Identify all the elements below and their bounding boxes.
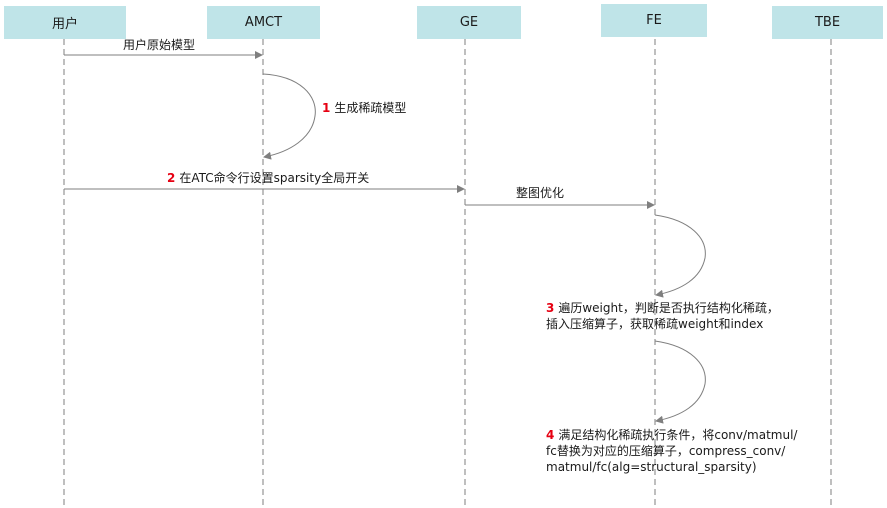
participant-fe: FE	[601, 4, 707, 37]
participant-label: FE	[646, 13, 662, 28]
participant-amct: AMCT	[207, 6, 320, 39]
participant-label: TBE	[814, 15, 841, 30]
message-1-label: 用户原始模型	[123, 38, 196, 52]
step-number: 1	[322, 101, 331, 115]
participant-label: 用户	[51, 17, 78, 32]
participant-label: GE	[459, 15, 479, 30]
step-number: 2	[167, 171, 176, 185]
arrow-fe-self-2	[654, 340, 706, 424]
arrow-amct-self	[262, 73, 316, 160]
arrow-fe-self-1	[654, 214, 706, 298]
step-number: 4	[546, 428, 555, 442]
participant-label: AMCT	[244, 15, 283, 30]
participant-user: 用户	[4, 6, 126, 39]
participant-tbe: TBE	[772, 6, 883, 39]
message-4-label: 整图优化	[516, 186, 565, 200]
step-number: 3	[546, 301, 555, 315]
participant-ge: GE	[417, 6, 521, 39]
